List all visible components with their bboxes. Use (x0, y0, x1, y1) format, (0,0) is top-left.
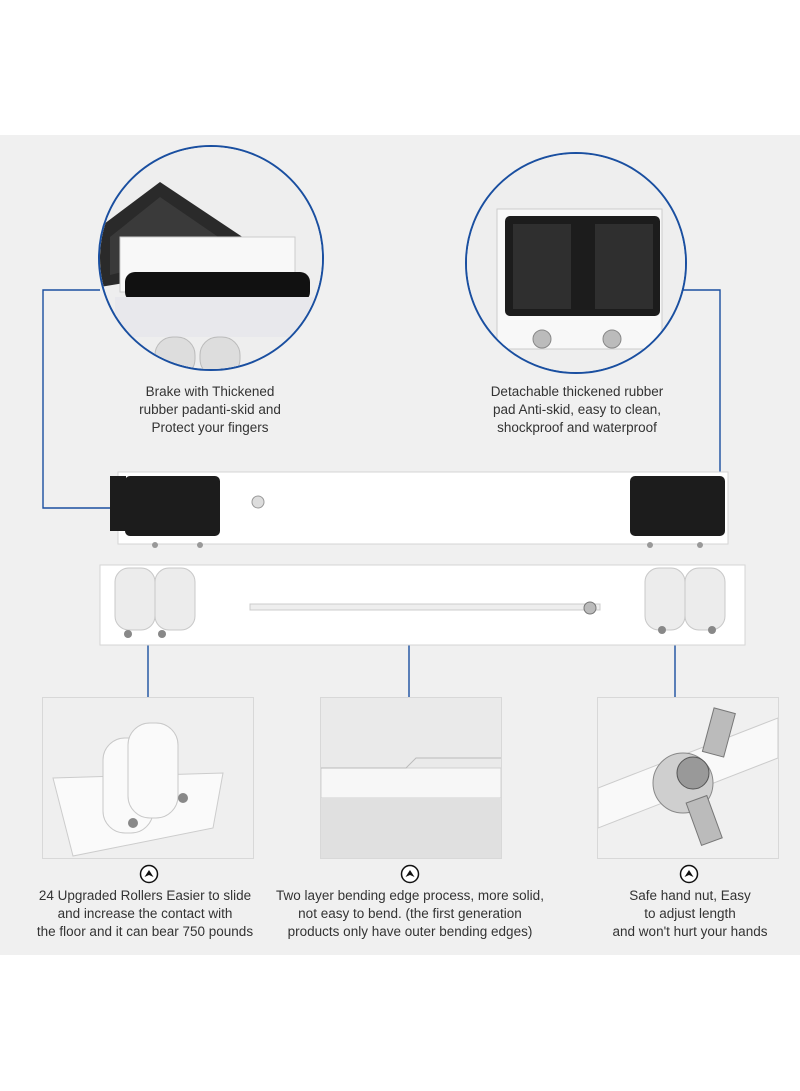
up-arrow-circle-icon (139, 864, 159, 884)
up-arrow-circle-icon (679, 864, 699, 884)
pad-caption: Detachable thickened rubber pad Anti-ski… (490, 384, 664, 435)
brake-closeup-circle (98, 145, 324, 371)
rollers-closeup-box (42, 697, 254, 859)
hand-nut-closeup-box (597, 697, 779, 859)
brake-caption: Brake with Thickened rubber padanti-skid… (139, 384, 281, 435)
up-arrow-circle-icon (400, 864, 420, 884)
rollers-caption: 24 Upgraded Rollers Easier to slide and … (36, 888, 254, 939)
bending-edge-closeup-box (320, 697, 502, 859)
bending-caption: Two layer bending edge process, more sol… (276, 888, 544, 939)
nut-caption: Safe hand nut, Easy to adjust length and… (612, 888, 768, 939)
rubber-pad-closeup-circle (465, 152, 687, 374)
